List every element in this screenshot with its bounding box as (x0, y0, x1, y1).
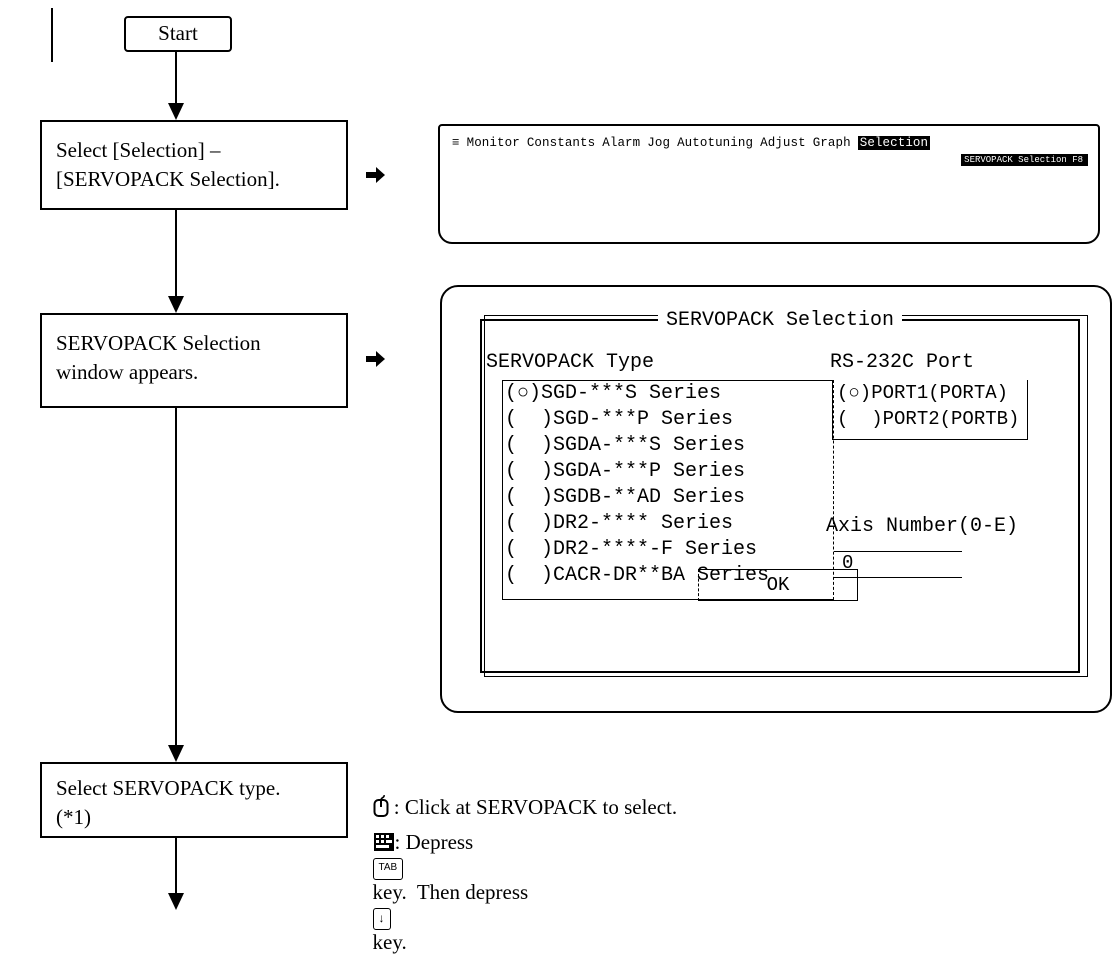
step-text: Select [Selection] – [SERVOPACK Selectio… (56, 138, 280, 191)
menu-jog[interactable]: Jog (647, 136, 671, 150)
mouse-note-text: : Click at SERVOPACK to select. (388, 795, 678, 819)
menu-selection[interactable]: Selection (857, 136, 931, 150)
right-arrow-icon (366, 351, 385, 367)
type-option[interactable]: ( )SGDB-**AD Series (505, 486, 746, 509)
menu-adjust[interactable]: Adjust (760, 136, 806, 150)
axis-field-top-border (834, 551, 962, 552)
submenu-servopack-selection[interactable]: SERVOPACK Selection F8 (961, 154, 1088, 166)
type-option[interactable]: ( )SGD-***P Series (505, 408, 734, 431)
servopack-selection-screen: SERVOPACK Selection SERVOPACK Type RS-23… (440, 285, 1112, 713)
dialog-title: SERVOPACK Selection (482, 309, 1078, 332)
menu-monitor[interactable]: Monitor (466, 136, 520, 150)
down-key-icon: ↓ (372, 908, 391, 931)
menu-autotuning[interactable]: Autotuning (677, 136, 754, 150)
type-option[interactable]: ( )SGDA-***P Series (505, 460, 746, 483)
mouse-icon (373, 794, 388, 817)
step-select-menu-box: Select [Selection] – [SERVOPACK Selectio… (40, 120, 348, 210)
step-window-appears-box: SERVOPACK Selection window appears. (40, 313, 348, 408)
menu-alarm[interactable]: Alarm (602, 136, 641, 150)
down-arrow-icon (168, 103, 184, 120)
servopack-selection-dialog: SERVOPACK Selection (480, 309, 1080, 673)
keyboard-note: : Depress TAB key. Then depress ↓ key. (362, 805, 528, 955)
tab-key-icon: TAB (372, 858, 404, 881)
menu-bar: ≡ Monitor Constants Alarm Jog Autotuning Adjus… (452, 136, 937, 150)
type-option[interactable]: ( )SGDA-***S Series (505, 434, 746, 457)
axis-field-bottom-border (834, 577, 962, 578)
down-arrow-icon (168, 745, 184, 762)
port-heading: RS-232C Port (830, 351, 975, 374)
type-heading: SERVOPACK Type (486, 351, 655, 374)
right-arrow-icon (366, 167, 385, 183)
menu-graph[interactable]: Graph (812, 136, 851, 150)
step-select-type-box: Select SERVOPACK type. (*1) (40, 762, 348, 838)
port-option[interactable]: (○)PORT1(PORTA) (837, 382, 1009, 404)
step-text: Select SERVOPACK type. (*1) (56, 776, 281, 829)
type-option[interactable]: ( )DR2-**** Series (505, 512, 734, 535)
start-label: Start (158, 21, 198, 45)
rs232c-port-list: (○)PORT1(PORTA) ( )PORT2(PORTB) (832, 380, 1028, 440)
down-arrow-icon (168, 893, 184, 910)
menu-constants[interactable]: Constants (526, 136, 596, 150)
key-suffix-text: key. (372, 930, 407, 955)
down-arrow-icon (168, 296, 184, 313)
menu-icon[interactable]: ≡ (452, 136, 460, 150)
keyboard-icon (373, 833, 394, 851)
mouse-note: : Click at SERVOPACK to select. (362, 770, 677, 820)
key-middle-text: key. Then depress (372, 880, 529, 905)
servopack-type-list: (○)SGD-***S Series ( )SGD-***P Series ( … (502, 380, 834, 600)
start-box: Start (124, 16, 232, 52)
step-text: SERVOPACK Selection window appears. (56, 331, 261, 384)
ok-button[interactable]: OK (698, 569, 858, 601)
menu-screen: ≡ Monitor Constants Alarm Jog Autotuning Adjus… (438, 124, 1100, 244)
port-option[interactable]: ( )PORT2(PORTB) (837, 408, 1020, 430)
type-option[interactable]: ( )DR2-****-F Series (505, 538, 758, 561)
flowchart-connectors (51, 8, 385, 910)
axis-number-label: Axis Number(0-E) (826, 515, 1019, 538)
type-option[interactable]: (○)SGD-***S Series (505, 382, 722, 405)
key-prefix-text: : Depress (394, 830, 474, 854)
axis-number-field[interactable]: 0 (842, 552, 854, 574)
